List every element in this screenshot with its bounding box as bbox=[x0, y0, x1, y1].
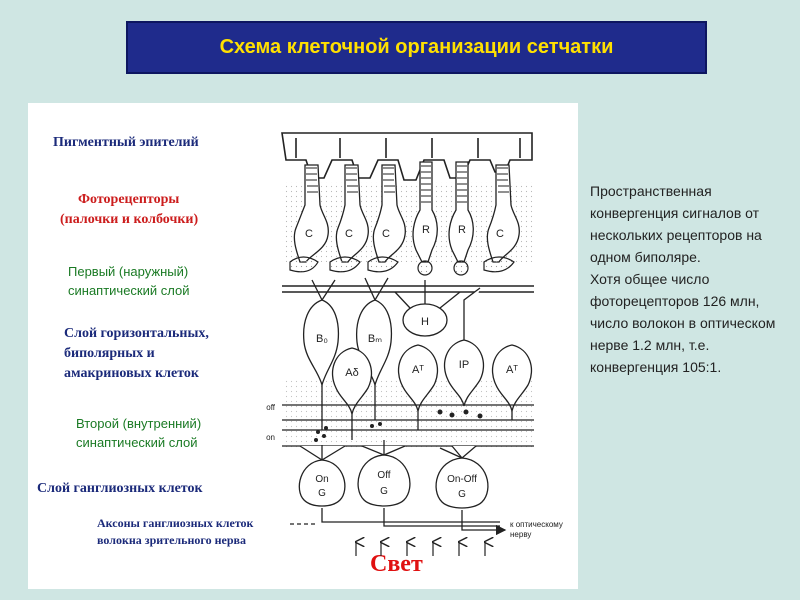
label-inner-synaptic-2: синаптический слой bbox=[76, 435, 198, 450]
amacrine-label-3: Aᵀ bbox=[506, 364, 518, 376]
outer-synaptic-terminals bbox=[289, 256, 515, 276]
receptor-label-5: R bbox=[458, 224, 466, 236]
label-outer-synaptic-2: синаптический слой bbox=[68, 283, 190, 298]
bipolar-label-1: B₀ bbox=[316, 333, 328, 345]
sublamina-off-label: off bbox=[266, 403, 276, 412]
label-outer-synaptic-1: Первый (наружный) bbox=[68, 264, 189, 279]
synaptic-clusters bbox=[314, 409, 483, 442]
light-arrows bbox=[356, 542, 485, 556]
label-cell-layer-3: амакриновых клеток bbox=[64, 366, 199, 381]
sublamina-on-label: on bbox=[266, 433, 275, 442]
label-cell-layer-1: Слой горизонтальных, bbox=[64, 326, 209, 341]
ganglion-3-type: On-Off bbox=[447, 474, 477, 485]
title-banner: Схема клеточной организации сетчатки bbox=[126, 21, 707, 74]
ganglion-axons bbox=[290, 508, 507, 536]
to-optic-nerve-1: к оптическому bbox=[510, 520, 563, 529]
ganglion-2-label: G bbox=[380, 486, 388, 497]
label-photoreceptors-1: Фоторецепторы bbox=[78, 192, 180, 207]
pigment-epithelium bbox=[281, 132, 533, 181]
label-axons-2: волокна зрительного нерва bbox=[97, 533, 246, 547]
horizontal-cell bbox=[394, 280, 461, 337]
outer-plexiform-lines bbox=[282, 285, 534, 293]
ganglion-cells bbox=[298, 440, 489, 509]
side-paragraph-2: Хотя общее число фоторецепторов 126 млн,… bbox=[590, 271, 776, 375]
ganglion-1-type: On bbox=[315, 474, 328, 485]
ganglion-2-type: Off bbox=[377, 470, 390, 481]
horizontal-cell-label: H bbox=[421, 316, 429, 328]
label-photoreceptors-2: (палочки и колбочки) bbox=[60, 212, 199, 227]
label-inner-synaptic-1: Второй (внутренний) bbox=[76, 416, 202, 431]
photoreceptor-layer bbox=[293, 161, 520, 263]
interplexiform-label: IP bbox=[459, 359, 469, 371]
label-pigment-epithelium: Пигментный эпителий bbox=[53, 135, 199, 150]
label-axons-1: Аксоны ганглиозных клеток bbox=[97, 516, 254, 530]
side-paragraph-1: Пространственная конвергенция сигналов о… bbox=[590, 183, 762, 265]
bipolar-label-2: Bₘ bbox=[368, 333, 382, 345]
label-ganglion-layer: Слой ганглиозных клеток bbox=[37, 481, 203, 496]
receptor-label-4: R bbox=[422, 224, 430, 236]
side-description: Пространственная конвергенция сигналов о… bbox=[590, 180, 785, 378]
amacrine-label-2: Aᵀ bbox=[412, 364, 424, 376]
receptor-label-3: C bbox=[382, 228, 390, 240]
amacrine-cells bbox=[331, 287, 533, 415]
to-optic-nerve-2: нерву bbox=[510, 530, 531, 539]
ganglion-3-label: G bbox=[458, 489, 466, 500]
inner-plexiform-lines bbox=[282, 385, 534, 447]
amacrine-label-1: Aδ bbox=[345, 367, 358, 379]
receptor-label-1: C bbox=[305, 228, 313, 240]
receptor-label-2: C bbox=[345, 228, 353, 240]
receptor-label-6: C bbox=[496, 228, 504, 240]
page-title: Схема клеточной организации сетчатки bbox=[219, 36, 614, 58]
label-light: Свет bbox=[370, 551, 423, 577]
ganglion-1-label: G bbox=[318, 488, 326, 499]
label-cell-layer-2: биполярных и bbox=[64, 346, 155, 361]
